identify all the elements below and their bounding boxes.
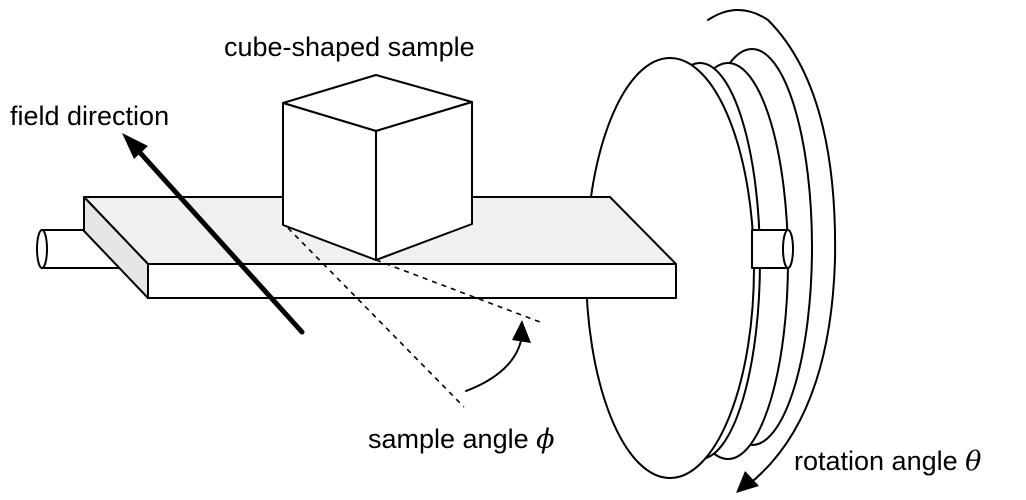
field-direction-arrow: [122, 133, 305, 335]
theta-symbol: θ: [965, 446, 981, 477]
cube-sample: [282, 74, 473, 261]
sample-angle-text: sample angle: [368, 424, 529, 454]
phi-symbol: ϕ: [536, 424, 554, 455]
right-axle: [751, 229, 794, 269]
rotation-angle-arrow: [707, 9, 837, 493]
sample-angle-label: sample angle ϕ: [368, 424, 555, 455]
sample-angle-guides: [287, 227, 541, 408]
rotation-angle-label: rotation angle θ: [794, 446, 981, 477]
sample-angle-arrow: [465, 320, 531, 392]
rotation-angle-text: rotation angle: [794, 446, 958, 476]
field-direction-label: field direction: [10, 101, 169, 131]
sample-label: cube-shaped sample: [224, 32, 475, 62]
